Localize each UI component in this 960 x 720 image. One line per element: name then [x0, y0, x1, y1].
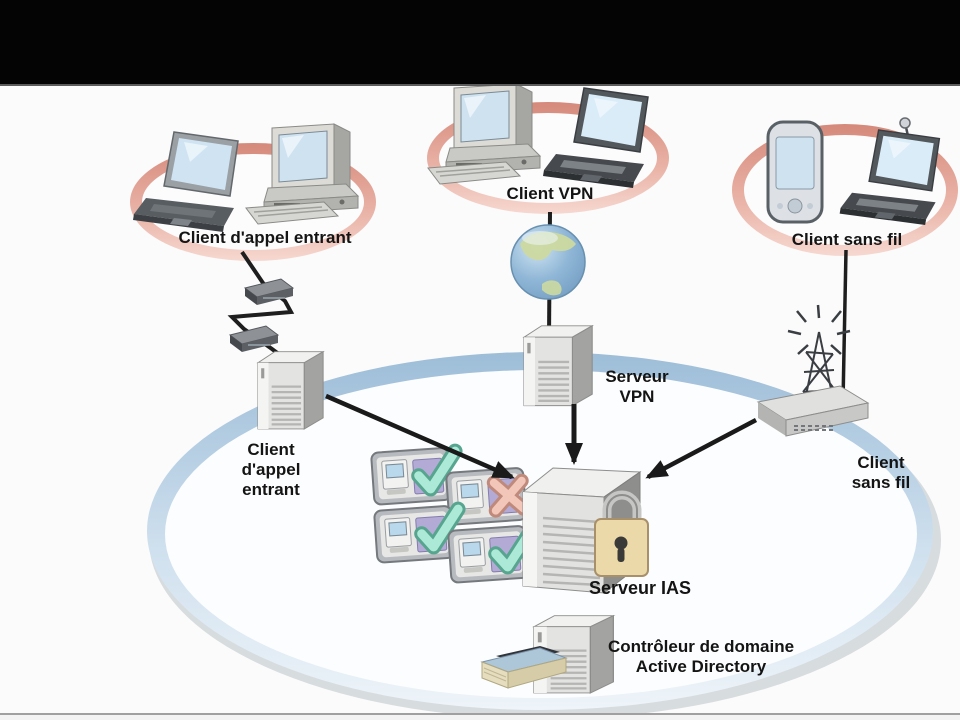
- dialup-clients-label: Client d'appel entrant: [178, 228, 352, 247]
- wireless-drop-line: [841, 249, 848, 403]
- wireless-laptop-icon: [838, 117, 941, 226]
- vpn-clients-label: Client VPN: [506, 184, 594, 203]
- globe-icon: [510, 224, 586, 300]
- radio-tower-icon: [756, 304, 870, 437]
- wireless-clients-label: Client sans fil: [791, 230, 903, 249]
- vpn-server-icon: [522, 324, 594, 407]
- letterbox-top-bar: [0, 0, 960, 86]
- network-boundary-ellipse: [147, 352, 941, 719]
- frame-bottom-line: [0, 713, 960, 715]
- padlock-icon: [594, 490, 649, 577]
- policy-card-approved: [447, 521, 540, 584]
- policy-card-denied: [445, 466, 531, 526]
- directory-book-icon: [480, 646, 568, 689]
- frame-bottom-pad: [0, 715, 960, 720]
- policy-card-approved: [370, 443, 463, 506]
- domain-controller-label: Contrôleur de domaine Active Directory: [607, 637, 795, 676]
- pda-icon: [766, 120, 824, 224]
- vpn-server-label: Serveur VPN: [605, 367, 669, 406]
- policy-card-approved: [373, 501, 466, 564]
- arrows-to-ias: [325, 393, 758, 480]
- dialup-gateway-icon: [256, 350, 325, 431]
- ias-server-label: Serveur IAS: [588, 578, 692, 598]
- wireless-ap-label: Client sans fil: [851, 453, 911, 492]
- dialup-gateway-label: Client d'appel entrant: [241, 440, 301, 499]
